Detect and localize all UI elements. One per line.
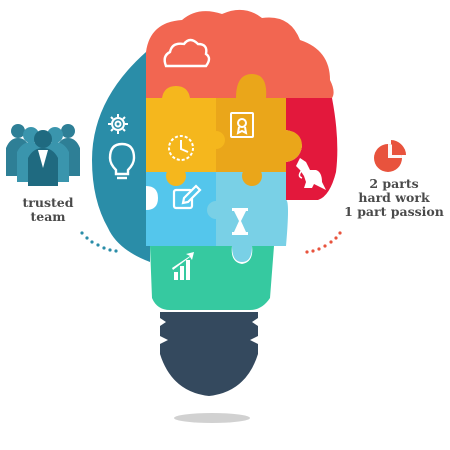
- hard-work-passion-caption: 2 parts hard work 1 part passion: [338, 177, 450, 219]
- puzzle-tab: [207, 131, 225, 149]
- dotted-connector-right: [305, 231, 342, 254]
- bulb-shadow: [174, 413, 250, 423]
- left-caption-line2: team: [30, 209, 66, 224]
- left-caption-line1: trusted: [22, 195, 74, 210]
- puzzle-tab: [207, 201, 225, 219]
- bar-chart-icon: [172, 252, 194, 280]
- bulb-base: [160, 312, 258, 396]
- puzzle-piece-teal: [92, 52, 150, 262]
- clock-icon: [168, 135, 194, 161]
- dotted-connector-left: [80, 231, 118, 253]
- puzzle-tab: [166, 166, 186, 186]
- puzzle-piece-coral: [146, 9, 334, 98]
- pie-chart-icon: [374, 140, 406, 172]
- puzzle-piece-gold: [216, 74, 302, 172]
- kangaroo-icon: [296, 158, 326, 190]
- puzzle-piece-sky-blue: [216, 172, 288, 262]
- puzzle-piece-amber: [146, 86, 216, 172]
- edit-pencil-icon: [172, 184, 202, 210]
- cloud-icon: [163, 38, 211, 68]
- right-caption-line3: 1 part passion: [344, 204, 444, 219]
- right-caption-line1: 2 parts: [369, 176, 419, 191]
- lightbulb-icon: [108, 142, 136, 180]
- puzzle-tab: [242, 166, 262, 186]
- trusted-team-caption: trusted team: [8, 196, 88, 224]
- team-people-icon: [6, 124, 80, 186]
- hourglass-icon: [232, 208, 248, 235]
- puzzle-piece-mint: [150, 246, 274, 310]
- right-caption-line2: hard work: [358, 190, 430, 205]
- certificate-icon: [230, 112, 254, 138]
- gear-icon: [108, 114, 128, 134]
